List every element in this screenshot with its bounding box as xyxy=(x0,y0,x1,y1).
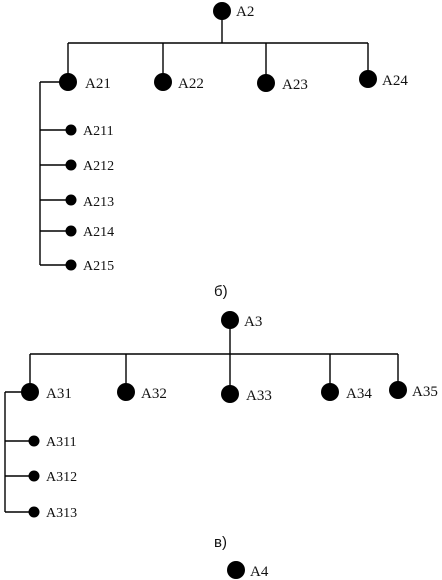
node-a35 xyxy=(389,381,407,399)
node-a4 xyxy=(227,561,245,579)
tree-a3: A3 A31 A32 A33 A34 A35 A311 A312 A313 xyxy=(4,311,438,521)
label-a3: A3 xyxy=(244,314,262,330)
node-a212 xyxy=(65,159,77,171)
label-a34: A34 xyxy=(346,386,372,402)
label-a215: A215 xyxy=(83,259,114,274)
label-a214: A214 xyxy=(83,225,114,240)
node-a32 xyxy=(117,383,135,401)
label-a22: A22 xyxy=(178,76,204,92)
label-a212: A212 xyxy=(83,159,114,174)
label-a311: A311 xyxy=(46,435,77,450)
node-a211 xyxy=(65,124,77,136)
label-a313: A313 xyxy=(46,506,77,521)
node-a3 xyxy=(221,311,239,329)
node-a214 xyxy=(65,225,77,237)
label-a312: A312 xyxy=(46,470,77,485)
caption-b: б) xyxy=(214,283,228,300)
label-a33: A33 xyxy=(246,388,272,404)
node-a213 xyxy=(65,194,77,206)
label-a4: A4 xyxy=(250,564,269,580)
caption-c: в) xyxy=(214,534,227,551)
label-a23: A23 xyxy=(282,77,308,93)
tree-a4: A4 xyxy=(227,561,269,580)
node-a312 xyxy=(28,470,40,482)
node-a33 xyxy=(221,385,239,403)
label-a21: A21 xyxy=(85,76,111,92)
node-a2 xyxy=(213,2,231,20)
node-a23 xyxy=(257,74,275,92)
node-a313 xyxy=(28,506,40,518)
node-a31 xyxy=(21,383,39,401)
node-a21 xyxy=(59,73,77,91)
label-a213: A213 xyxy=(83,195,114,210)
label-a35: A35 xyxy=(412,384,438,400)
node-a215 xyxy=(65,259,77,271)
node-a311 xyxy=(28,435,40,447)
label-a24: A24 xyxy=(382,73,408,89)
label-a31: A31 xyxy=(46,386,72,402)
label-a211: A211 xyxy=(83,124,114,139)
node-a22 xyxy=(154,73,172,91)
node-a24 xyxy=(359,70,377,88)
label-a32: A32 xyxy=(141,386,167,402)
tree-a2: A2 A21 A22 A23 A24 A211 A212 A213 A214 A… xyxy=(39,2,408,274)
node-a34 xyxy=(321,383,339,401)
label-a2: A2 xyxy=(236,4,254,20)
